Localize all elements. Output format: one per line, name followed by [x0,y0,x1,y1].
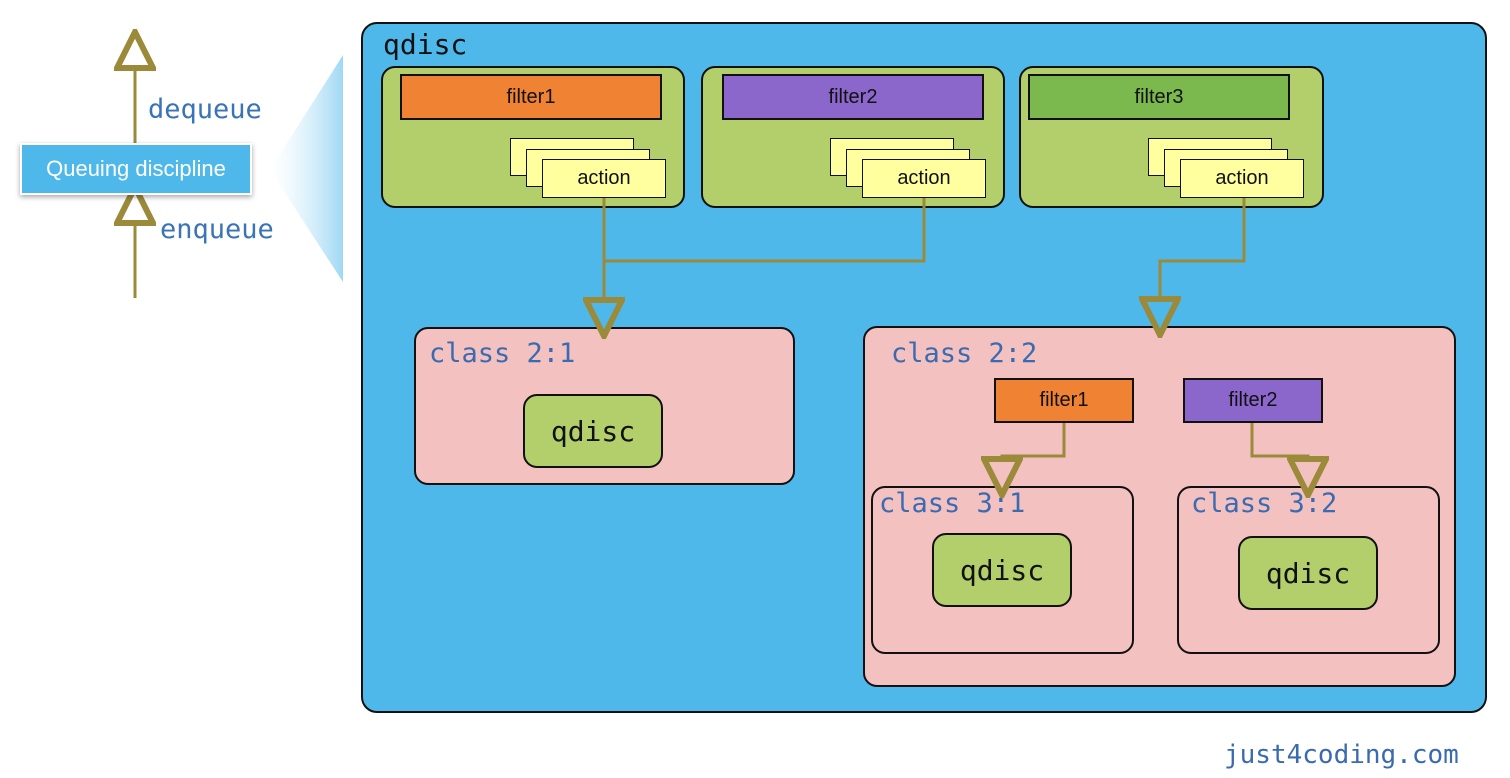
arrow-filter2-to-class-3-2 [1250,423,1308,477]
action-card-3: action [1180,159,1304,198]
filter-bar-2: filter2 [722,74,984,120]
action-card-2-label: action [897,167,951,189]
filter-bar-2-label: filter2 [828,85,878,108]
enqueue-label: enqueue [160,214,274,245]
queuing-discipline-label: Queuing discipline [46,156,226,181]
class-2-2-filter1-label: filter1 [1039,389,1089,411]
root-qdisc-title: qdisc [383,28,468,61]
class-2-2-filter2-label: filter2 [1228,389,1278,411]
class-3-2-qdisc-label: qdisc [1265,556,1351,590]
action-card-1-label: action [577,167,631,189]
action-card-1: action [542,159,666,198]
zoom-fan [270,55,343,282]
arrow-filter1-to-class-3-1 [1002,423,1066,477]
class-2-2-filter1: filter1 [994,378,1134,423]
action-card-3-label: action [1215,167,1269,189]
class-3-1-qdisc: qdisc [932,533,1072,607]
class-2-1-label: class 2:1 [429,338,576,369]
arrow-action2-to-class-2-1 [604,198,926,263]
filter-bar-1: filter1 [400,74,662,120]
filter-bar-3-label: filter3 [1134,85,1184,108]
class-3-1-qdisc-label: qdisc [959,553,1045,587]
action-card-2: action [862,159,986,198]
filter-bar-3: filter3 [1028,74,1290,120]
class-3-2-qdisc: qdisc [1238,536,1378,610]
class-2-1-qdisc-label: qdisc [550,414,636,448]
class-2-2-filter2: filter2 [1183,378,1323,423]
arrow-action3-to-class-2-2 [1160,198,1246,317]
class-2-2-label: class 2:2 [891,338,1038,369]
watermark: just4coding.com [1224,740,1459,770]
queuing-discipline-box: Queuing discipline [20,143,252,195]
class-2-1-qdisc: qdisc [523,394,663,468]
filter-bar-1-label: filter1 [506,85,556,108]
dequeue-label: dequeue [148,94,262,125]
